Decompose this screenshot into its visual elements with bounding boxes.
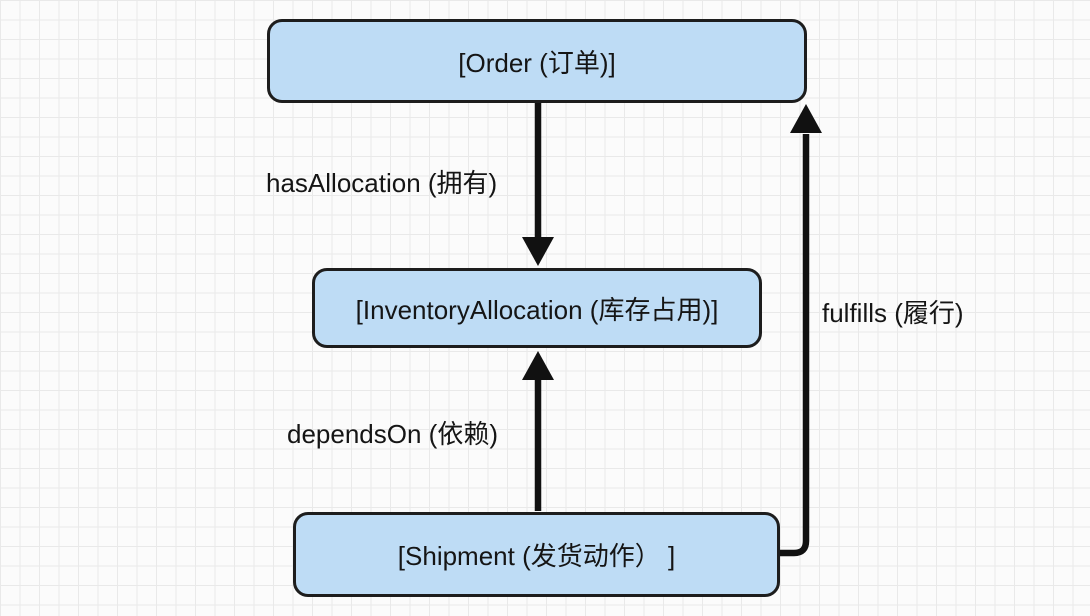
edge-fulfills-line [779,134,810,557]
edge-has-allocation [522,103,554,266]
arrowhead-down-icon [522,237,554,266]
node-order-label: [Order (订单)] [458,47,616,78]
node-shipment: [Shipment (发货动作） ] [293,512,780,597]
node-inventory-allocation-label: [InventoryAllocation (库存占用)] [355,294,719,325]
edge-label-fulfills: fulfills (履行) [822,298,964,328]
edge-label-depends-on: dependsOn (依赖) [287,419,498,449]
arrowhead-up-icon [790,104,822,133]
edge-fulfills [779,104,822,557]
edge-depends-on [522,351,554,511]
node-shipment-label: [Shipment (发货动作） ] [397,541,676,571]
edge-label-has-allocation: hasAllocation (拥有) [266,168,498,198]
node-order: [Order (订单)] [267,19,807,103]
arrowhead-up-icon [522,351,554,380]
node-inventory-allocation: [InventoryAllocation (库存占用)] [312,268,762,348]
